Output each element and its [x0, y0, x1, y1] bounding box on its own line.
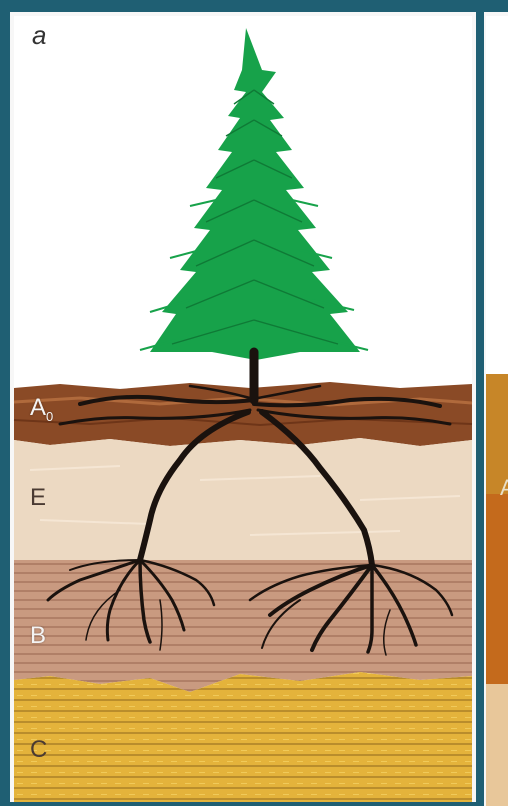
horizon-label-a0: A0: [30, 394, 53, 424]
horizon-label-c: C: [30, 736, 47, 764]
horizon-label-e: E: [30, 484, 46, 512]
horizon-label-b: B: [30, 622, 46, 650]
panel-label: a: [32, 20, 46, 51]
horizon-label-a0-base: A: [30, 394, 46, 421]
panel-b-label-fragment: A: [500, 475, 508, 501]
horizon-c-layer: [14, 672, 472, 802]
horizon-label-a0-sub: 0: [46, 409, 53, 424]
